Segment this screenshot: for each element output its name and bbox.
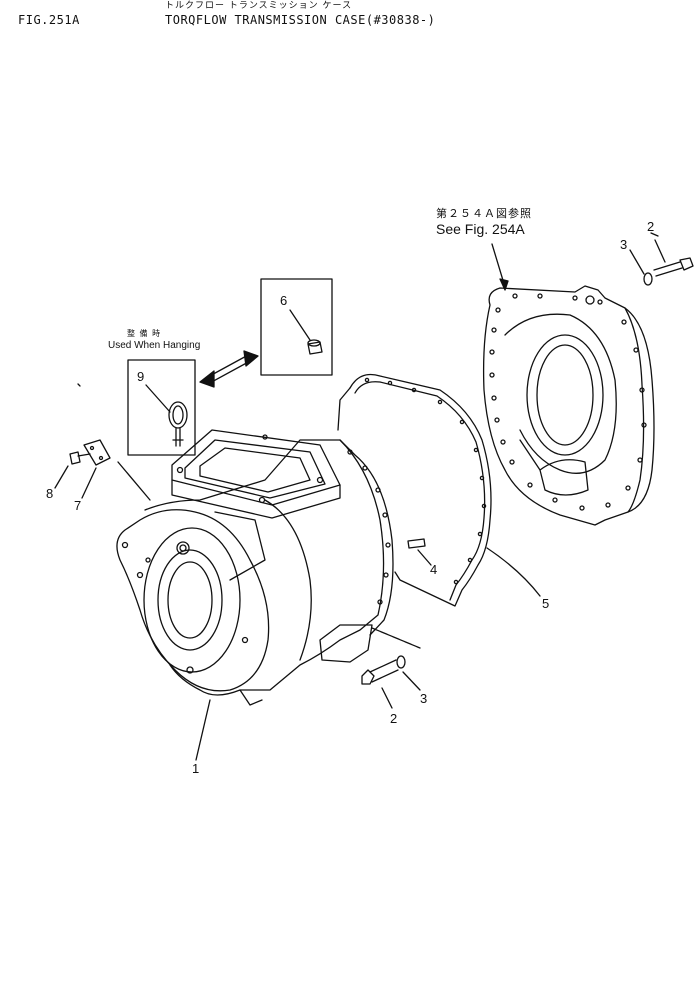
leader-1 (195, 699, 211, 761)
hanging-box (127, 359, 196, 456)
gasket (337, 373, 541, 607)
washer-lower (396, 655, 421, 691)
reference-japanese: 第２５４Ａ図参照 (436, 207, 532, 220)
dowel-pin (407, 538, 432, 566)
reference-leader (491, 243, 509, 291)
callout-6: 6 (280, 293, 288, 308)
flywheel-housing (482, 285, 655, 526)
hanging-note-japanese: 整 備 時 (127, 329, 162, 338)
callout-7: 7 (74, 498, 82, 513)
bolt-lower (361, 627, 421, 709)
double-arrow (199, 350, 259, 388)
callout-4: 4 (430, 562, 438, 577)
title-japanese: トルクフロー トランスミッション ケース (165, 1, 353, 11)
callout-9: 9 (137, 369, 145, 384)
callout-3-lower: 3 (420, 691, 428, 706)
reference-english: See Fig. 254A (436, 221, 525, 237)
hanging-note-english: Used When Hanging (108, 340, 201, 351)
title-english: TORQFLOW TRANSMISSION CASE(#30838-) (165, 13, 436, 27)
figure-number: FIG.251A (18, 13, 80, 27)
callout-2-upper: 2 (647, 219, 655, 234)
callout-8: 8 (46, 486, 54, 501)
callout-1: 1 (192, 761, 200, 776)
transmission-case (116, 429, 394, 706)
mark (77, 383, 81, 387)
washer-upper (629, 249, 653, 286)
bolt-upper (650, 232, 694, 277)
bolt-small (54, 451, 91, 489)
callout-3-upper: 3 (620, 237, 628, 252)
callout-5: 5 (542, 596, 550, 611)
callout-2-lower: 2 (390, 711, 398, 726)
cover-plate (81, 439, 111, 499)
plug-box (260, 278, 333, 376)
